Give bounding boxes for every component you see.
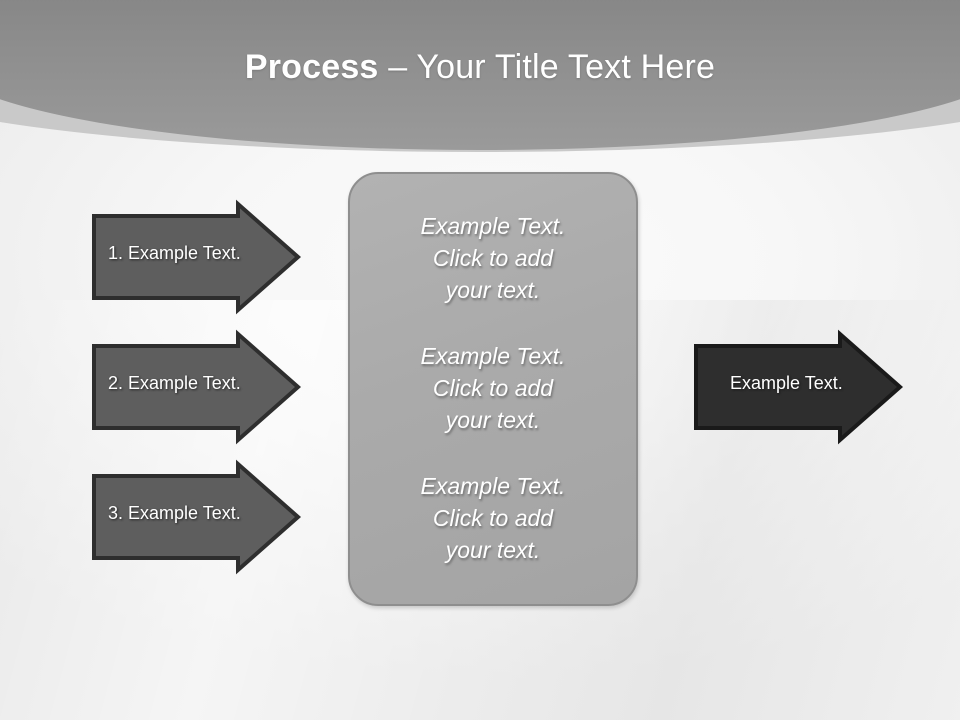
center-paragraph-1[interactable]: Example Text. Click to add your text. (420, 213, 566, 303)
step-arrow-3[interactable]: 3. Example Text. (90, 458, 302, 576)
step-arrow-1[interactable]: 1. Example Text. (90, 198, 302, 316)
header-band (0, 0, 960, 150)
center-paragraph-2[interactable]: Example Text. Click to add your text. (420, 343, 566, 433)
step-arrow-2-shape[interactable] (92, 329, 302, 445)
page-title-rest: – Your Title Text Here (378, 48, 716, 86)
page-title: Process – Your Title Text Here (0, 48, 960, 87)
page-title-bold: Process (244, 48, 379, 86)
center-content-box[interactable]: Example Text. Click to add your text. Ex… (348, 172, 638, 606)
center-paragraph-3[interactable]: Example Text. Click to add your text. (420, 473, 566, 563)
output-arrow[interactable]: Example Text. (692, 328, 904, 446)
step-arrow-2[interactable]: 2. Example Text. (90, 328, 302, 446)
step-arrow-1-shape[interactable] (92, 199, 302, 315)
output-arrow-shape[interactable] (694, 329, 904, 445)
step-arrow-3-shape[interactable] (92, 459, 302, 575)
